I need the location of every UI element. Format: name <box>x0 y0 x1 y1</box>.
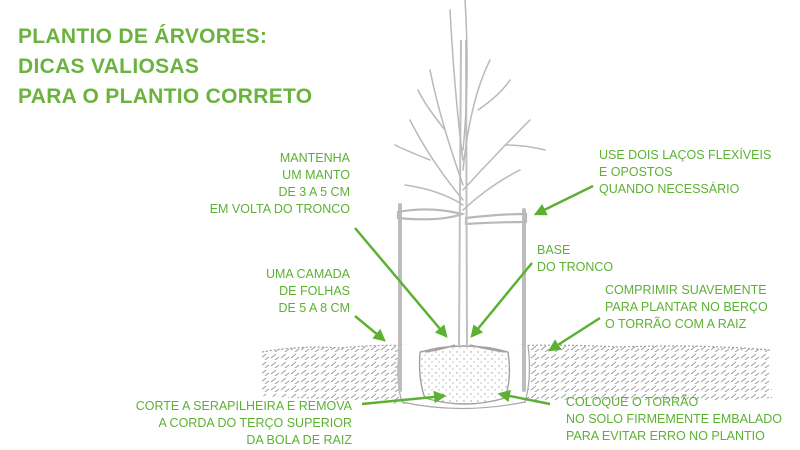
leaves-label-line: DE 5 A 8 CM <box>278 301 350 315</box>
mulch-label-line: DE 3 A 5 CM <box>278 185 350 199</box>
leaves-label-line: UMA CAMADA <box>265 267 350 281</box>
leaves-label-line: DE FOLHAS <box>279 284 350 298</box>
rootball-label: COLOQUE O TORRÃO NO SOLO FIRMEMENTE EMBA… <box>566 394 782 445</box>
leaves-label: UMA CAMADA DE FOLHAS DE 5 A 8 CM <box>200 266 350 317</box>
roots <box>424 344 506 353</box>
trunk-base-label-line: DO TRONCO <box>537 260 614 274</box>
ties-label-line: QUANDO NECESSÁRIO <box>599 182 740 196</box>
mulch-label-line: MANTENHA <box>279 151 350 165</box>
burlap-label-line: CORTE A SERAPILHEIRA E REMOVA <box>135 399 352 413</box>
callout-arrows <box>354 184 601 406</box>
trunk <box>458 39 468 346</box>
root-ball <box>418 345 511 405</box>
compress-label: COMPRIMIR SUAVEMENTE PARA PLANTAR NO BER… <box>605 282 768 333</box>
compress-label-line: COMPRIMIR SUAVEMENTE <box>605 283 767 297</box>
mulch-label-line: UM MANTO <box>282 168 350 182</box>
ties-label-line: USE DOIS LAÇOS FLEXÍVEIS <box>599 148 772 162</box>
ties-label: USE DOIS LAÇOS FLEXÍVEIS E OPOSTOS QUAND… <box>599 147 771 198</box>
trunk-base-label-line: BASE <box>537 243 571 257</box>
title-line-1: PLANTIO DE ÁRVORES: <box>18 25 268 48</box>
stakes <box>398 203 526 392</box>
rootball-label-line: PARA EVITAR ERRO NO PLANTIO <box>566 429 765 443</box>
trunk-base-label: BASE DO TRONCO <box>537 242 613 276</box>
burlap-label-line: DA BOLA DE RAIZ <box>246 433 352 447</box>
compress-label-line: O TORRÃO COM A RAIZ <box>605 317 747 331</box>
burlap-label-line: A CORDA DO TERÇO SUPERIOR <box>158 416 352 430</box>
rootball-label-line: NO SOLO FIRMEMENTE EMBALADO <box>566 412 783 426</box>
compress-label-line: PARA PLANTAR NO BERÇO <box>605 300 768 314</box>
mulch-label: MANTENHA UM MANTO DE 3 A 5 CM EM VOLTA D… <box>180 150 350 218</box>
rootball-label-line: COLOQUE O TORRÃO <box>566 395 699 409</box>
flexible-ties <box>396 208 528 226</box>
title-line-3: PARA O PLANTIO CORRETO <box>18 85 313 108</box>
mulch-label-line: EM VOLTA DO TRONCO <box>209 202 350 216</box>
title-line-2: DICAS VALIOSAS <box>18 55 200 78</box>
burlap-label: CORTE A SERAPILHEIRA E REMOVA A CORDA DO… <box>120 398 352 449</box>
page-title: PLANTIO DE ÁRVORES: DICAS VALIOSAS PARA … <box>18 22 312 112</box>
ties-label-line: E OPOSTOS <box>599 165 673 179</box>
branches <box>394 0 546 211</box>
